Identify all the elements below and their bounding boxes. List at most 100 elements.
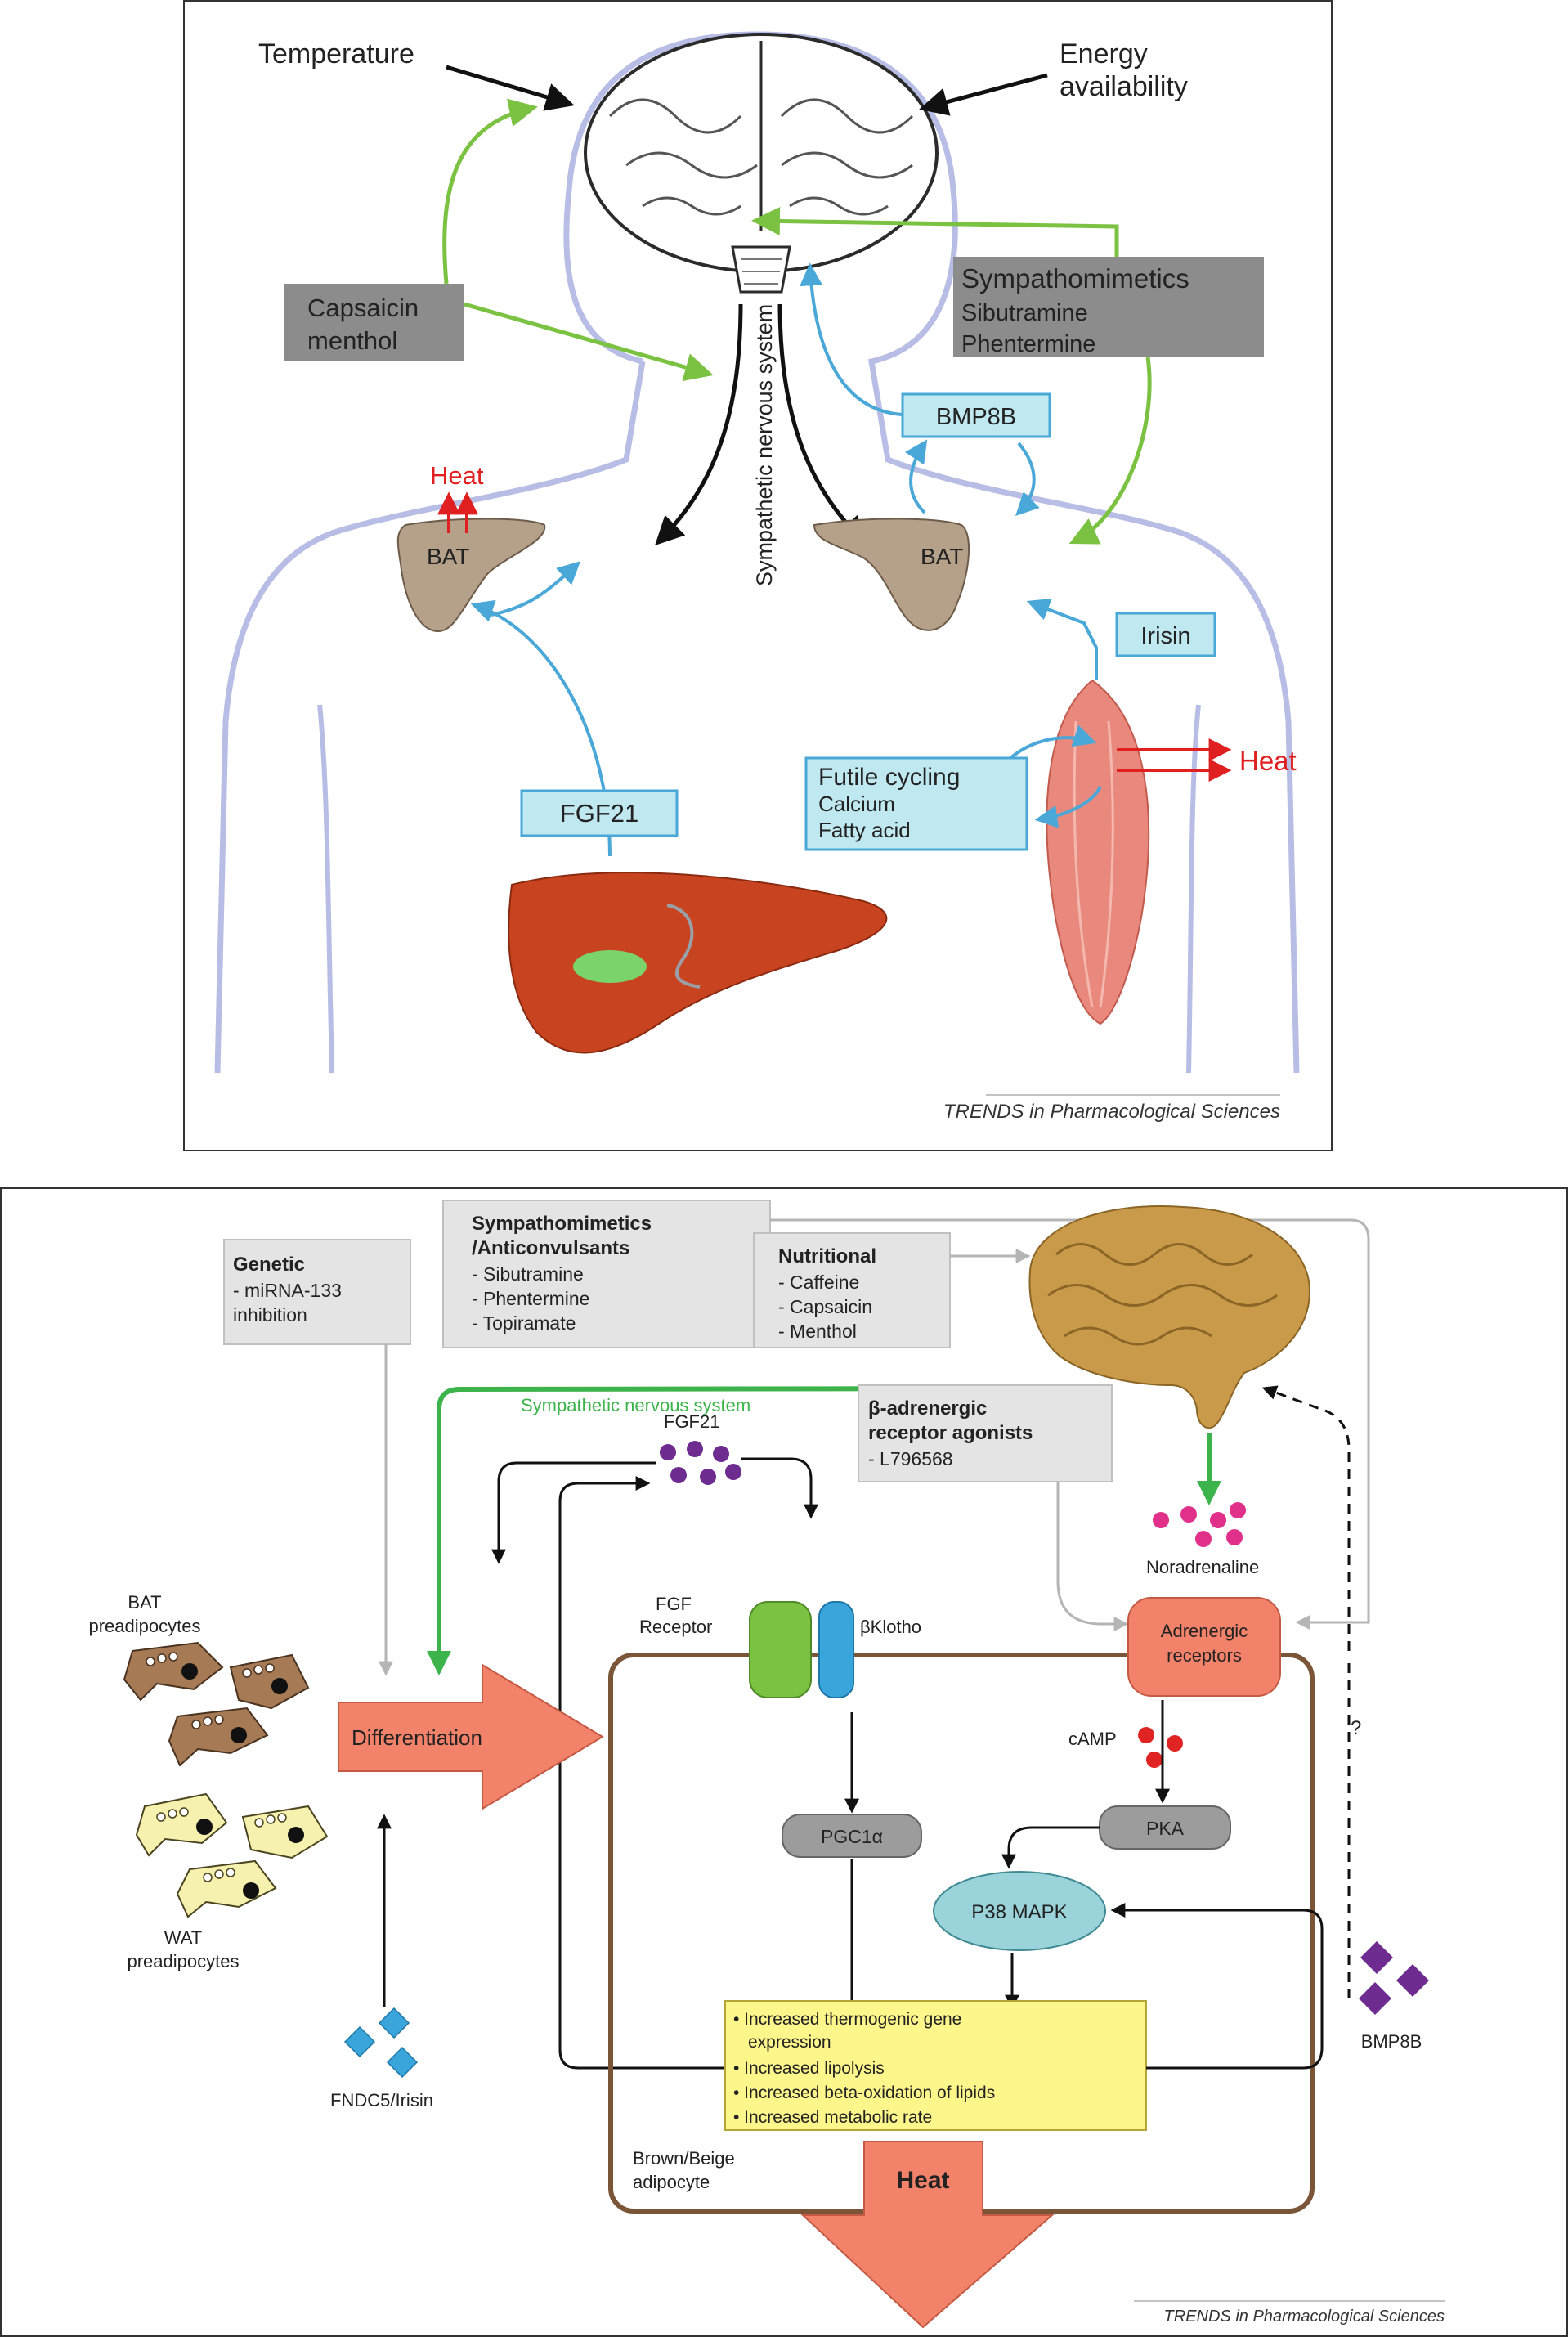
adrenergic-receptors-node: [1127, 1597, 1281, 1697]
differentiation-arrow: [338, 1663, 604, 1810]
bottom-panel: Genetic - miRNA-133 inhibition Sympathom…: [0, 1187, 1568, 2337]
top-credit: TRENDS in Pharmacological Sciences: [943, 1101, 1280, 1123]
nutritional-box: [753, 1232, 951, 1348]
bat-left-icon: [396, 518, 546, 633]
top-diagram: Temperature Energy availability Capsaici…: [214, 31, 1300, 1123]
adrenergic-label-1: Adrenergic: [1161, 1621, 1248, 1641]
outcome-1: • Increased thermogenic gene: [733, 2010, 961, 2029]
bat-to-bmp8b-arrow: [904, 439, 928, 514]
sympatho-to-bat-arrow: [1068, 357, 1152, 545]
sympathomimetics-box: [953, 257, 1264, 357]
sns-to-differentiation-arrow: [427, 1386, 1033, 1675]
bmp8b-molecules-icon: [1359, 1941, 1429, 2015]
arm-inner-right: [1186, 704, 1201, 1074]
fgf-receptor-icon: [749, 1601, 812, 1698]
symp-item-2: - Phentermine: [472, 1288, 589, 1309]
liver-icon: [508, 872, 888, 1054]
temperature-arrow: [446, 65, 575, 111]
fndc5-irisin-icon: [343, 2007, 419, 2079]
symp-to-receptors-arrow: [770, 1218, 1370, 1630]
fgf-receptor-label-2: Receptor: [639, 1617, 712, 1637]
nutr-item-1: - Caffeine: [778, 1272, 859, 1293]
genetic-item-1: - miRNA-133: [233, 1280, 342, 1301]
question-label: ?: [1351, 1717, 1361, 1739]
heat-label-top: Heat: [430, 461, 484, 490]
temperature-label: Temperature: [258, 38, 414, 70]
arm-inner-left: [317, 704, 334, 1074]
outcome-3: • Increased beta-oxidation of lipids: [733, 2084, 995, 2102]
wat-pre-label-1: WAT: [164, 1927, 202, 1948]
bmp8b-label: BMP8B: [1361, 2031, 1422, 2052]
futile-cycle-arrow-2: [1034, 786, 1102, 828]
pgc1a-label: PGC1α: [821, 1826, 883, 1847]
bat-right-icon: [813, 518, 970, 631]
capsaicin-box: [284, 284, 464, 361]
fgf21-label: FGF21: [664, 1411, 719, 1432]
genetic-box: [223, 1239, 411, 1345]
noradrenaline-molecules-icon: [1153, 1502, 1246, 1547]
outcome-1b: expression: [748, 2033, 831, 2052]
outcome-4: • Increased metabolic rate: [733, 2108, 932, 2127]
differentiation-label: Differentiation: [352, 1725, 482, 1750]
capsaicin-label-2: menthol: [307, 326, 397, 355]
bottom-diagram: Genetic - miRNA-133 inhibition Sympathom…: [89, 1200, 1445, 2329]
energy-arrow: [919, 73, 1048, 116]
p38-mapk-node: [933, 1871, 1106, 1951]
fgf-receptor-label-1: FGF: [656, 1594, 692, 1614]
camp-label: cAMP: [1068, 1729, 1117, 1749]
receptors-to-brain-dashed-arrow: [1261, 1385, 1351, 1651]
irisin-box: [1115, 612, 1216, 657]
bat-feedback-arrow: [491, 561, 581, 617]
capsaicin-label-1: Capsaicin: [307, 294, 419, 322]
heat-label-muscle: Heat: [1239, 746, 1297, 776]
bmp8b-label: BMP8B: [936, 404, 1016, 430]
genetic-title: Genetic: [233, 1254, 305, 1276]
bat-right-label: BAT: [921, 544, 963, 569]
wat-preadipocytes-icon: [135, 1792, 329, 1918]
outcome-2: • Increased lipolysis: [733, 2059, 885, 2078]
bklotho-icon: [818, 1601, 854, 1698]
symp-item-1: - Sibutramine: [472, 1263, 584, 1285]
sympathomimetics-label-3: Phentermine: [961, 331, 1095, 357]
beta-item-1: - L796568: [868, 1448, 953, 1469]
irisin-label: Irisin: [1140, 623, 1190, 649]
nutr-item-2: - Capsaicin: [778, 1296, 872, 1317]
pka-label: PKA: [1146, 1818, 1185, 1839]
beta-to-receptors-arrow: [1056, 1480, 1129, 1631]
nutr-title: Nutritional: [778, 1245, 876, 1267]
pka-to-p38-arrow: [1001, 1826, 1100, 1869]
symp-item-3: - Topiramate: [472, 1312, 576, 1334]
body-outline: [214, 31, 1300, 1074]
camp-molecules-icon: [1138, 1727, 1183, 1768]
capsaicin-to-sns-arrow: [464, 302, 714, 382]
sympathomimetics-box: [442, 1200, 771, 1348]
outcome-to-p38-arrow: [1110, 1903, 1324, 2070]
heat-arrow: [800, 2141, 1055, 2329]
fgf21-label: FGF21: [560, 799, 638, 828]
futile-cycling-box: [804, 756, 1028, 851]
futile-cycle-arrow-1: [1009, 724, 1097, 760]
symp-title-1: Sympathomimetics: [472, 1213, 652, 1235]
pgc1a-node: [782, 1814, 922, 1858]
beta-agonists-box: [858, 1384, 1113, 1482]
sns-label: Sympathetic nervous system: [752, 304, 777, 586]
bmp8b-to-brain-arrow: [800, 262, 903, 416]
p38-label: P38 MAPK: [971, 1901, 1067, 1923]
beta-title-2: receptor agonists: [868, 1422, 1033, 1444]
energy-label-2: availability: [1060, 71, 1188, 102]
nutr-item-3: - Menthol: [778, 1321, 857, 1342]
futile-label-2: Calcium: [818, 792, 895, 816]
brain-icon: [1028, 1205, 1311, 1429]
sympatho-to-brain-arrow: [751, 206, 1119, 257]
energy-label-1: Energy: [1060, 38, 1148, 70]
futile-label-3: Fatty acid: [818, 818, 911, 842]
heat-label: Heat: [896, 2167, 949, 2194]
fgf21-molecules-icon: [660, 1441, 741, 1485]
fgf21-to-differentiation-arrow: [491, 1461, 656, 1564]
fgf21-to-receptor-arrow: [741, 1457, 818, 1519]
genetic-item-2: inhibition: [233, 1304, 307, 1325]
top-panel: Temperature Energy availability Capsaici…: [183, 0, 1333, 1151]
fgf21-box: [520, 789, 679, 837]
brown-beige-label-2: adipocyte: [633, 2172, 710, 2192]
bat-pre-label-1: BAT: [128, 1592, 161, 1613]
